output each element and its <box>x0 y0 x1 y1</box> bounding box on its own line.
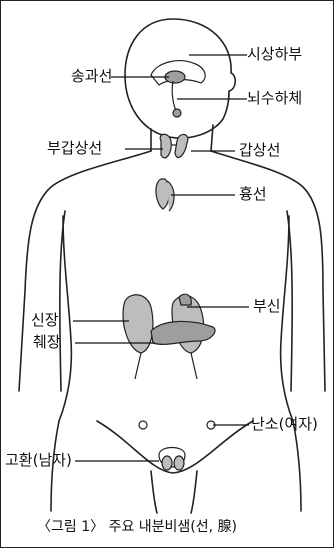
label-hypothalamus: 시상하부 <box>247 45 302 63</box>
label-ovary: 난소(여자) <box>251 415 318 433</box>
label-adrenal: 부신 <box>253 297 281 315</box>
brain-glands <box>151 61 205 117</box>
label-thymus: 흉선 <box>239 185 267 203</box>
label-thyroid: 갑상선 <box>239 141 280 159</box>
label-parathyroid: 부갑상선 <box>47 139 102 157</box>
label-testis: 고환(남자) <box>5 451 72 469</box>
label-pituitary: 뇌수하체 <box>247 89 302 107</box>
label-pineal: 송과선 <box>71 67 112 85</box>
figure-caption: 〈그림 1〉 주요 내분비샘(선, 腺) <box>37 519 237 535</box>
leader-lines <box>73 55 249 461</box>
label-kidney: 신장 <box>31 311 59 329</box>
label-pancreas: 췌장 <box>33 333 61 351</box>
